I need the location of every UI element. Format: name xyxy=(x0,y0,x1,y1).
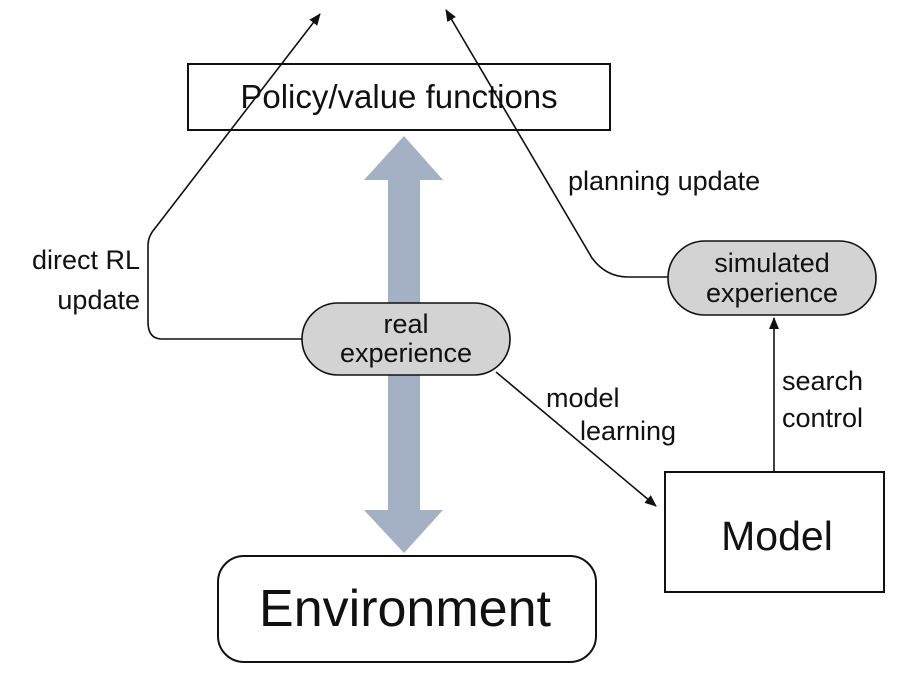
environment-node: Environment xyxy=(217,555,597,663)
model-learning-label-line1: model xyxy=(546,383,620,413)
simulated-experience-label-line1: simulated xyxy=(714,248,830,278)
search-control-label-line1: search xyxy=(782,366,863,396)
search-control-label-line2: control xyxy=(782,403,863,433)
planning-update-edge xyxy=(445,9,668,278)
real-experience-label-line1: real xyxy=(383,309,428,339)
model-label: Model xyxy=(721,513,833,559)
model-learning-label: model learning xyxy=(546,383,676,446)
direct-rl-label-line2: update xyxy=(57,285,140,315)
simulated-experience-node: simulated experience xyxy=(667,240,877,316)
direct-rl-update-edge xyxy=(147,13,321,340)
policy-value-functions-label: Policy/value functions xyxy=(240,78,557,115)
simulated-experience-label-line2: experience xyxy=(706,278,838,308)
policy-value-functions-node: Policy/value functions xyxy=(187,63,611,131)
model-node: Model xyxy=(664,471,885,593)
planning-update-label: planning update xyxy=(568,166,760,196)
direct-rl-label-line1: direct RL xyxy=(32,245,140,275)
search-control-label: search control xyxy=(782,366,863,433)
real-experience-node: real experience xyxy=(301,302,511,376)
model-learning-label-line2: learning xyxy=(580,416,676,446)
environment-label: Environment xyxy=(259,580,551,638)
direct-rl-update-label: direct RL update xyxy=(32,245,140,315)
model-learning-edge xyxy=(495,371,657,507)
real-experience-label-line2: experience xyxy=(340,338,472,368)
